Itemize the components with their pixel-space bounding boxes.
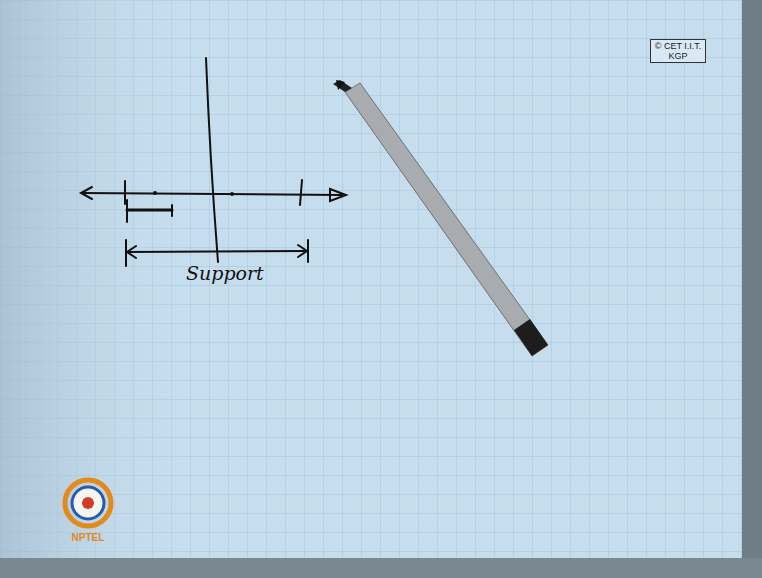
copyright-text: © CET I.I.T. KGP (654, 41, 702, 61)
copyright-box: © CET I.I.T. KGP (650, 39, 706, 63)
logo-text: NPTEL (72, 532, 105, 543)
axis-label: Support (186, 262, 264, 284)
